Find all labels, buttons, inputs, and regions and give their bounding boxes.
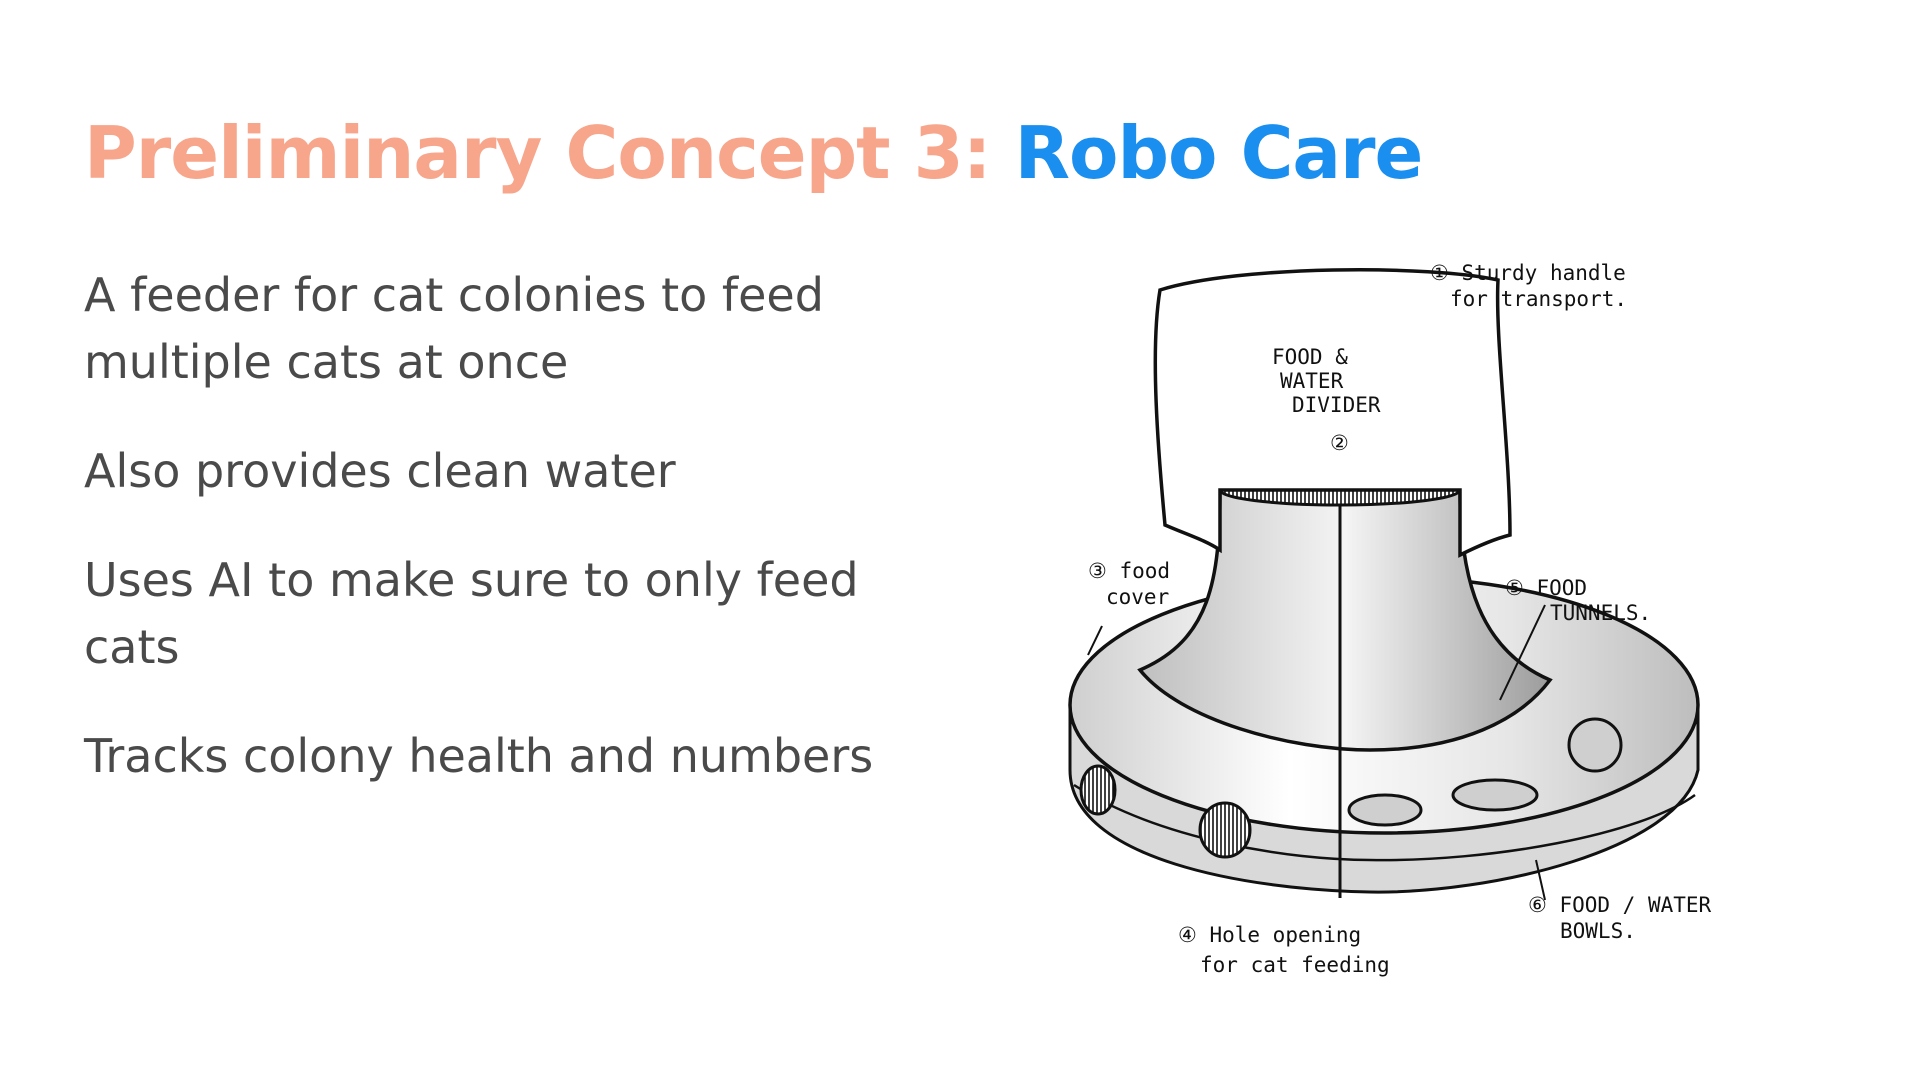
label-opening-2: for cat feeding	[1200, 953, 1390, 977]
bullet-item: A feeder for cat colonies to feed multip…	[84, 268, 824, 389]
label-divider-1: FOOD &	[1272, 345, 1348, 369]
title-name: Robo Care	[1014, 111, 1424, 195]
bowl	[1347, 793, 1423, 827]
label-bowls-1: ⑥ FOOD / WATER	[1528, 893, 1712, 917]
label-cover-2: cover	[1106, 585, 1169, 609]
bullet-item: Also provides clean water	[84, 444, 676, 498]
feeder-sketch: ① Sturdy handle for transport. FOOD & WA…	[1068, 261, 1712, 977]
label-tunnels-1: ⑤ FOOD	[1505, 576, 1587, 600]
bullet-list: A feeder for cat colonies to feed multip…	[84, 262, 944, 832]
label-bowls-2: BOWLS.	[1560, 919, 1636, 943]
label-divider-num: ②	[1330, 431, 1349, 455]
label-divider-2: WATER	[1280, 369, 1344, 393]
food-cover	[1137, 486, 1553, 752]
bullet-item: Uses AI to make sure to only feed cats	[84, 553, 859, 674]
label-handle-2: for transport.	[1450, 287, 1627, 311]
label-tunnels-2: TUNNELS.	[1550, 601, 1651, 625]
label-cover-1: ③ food	[1088, 559, 1170, 583]
feeding-hole	[1198, 801, 1252, 859]
bullet-item: Tracks colony health and numbers	[84, 729, 874, 783]
bowl	[1451, 778, 1539, 812]
label-opening-1: ④ Hole opening	[1178, 923, 1361, 947]
title-prefix: Preliminary Concept 3:	[84, 111, 992, 195]
slide-title: Preliminary Concept 3: Robo Care	[84, 110, 1424, 196]
label-handle-1: ① Sturdy handle	[1430, 261, 1626, 285]
transport-handle	[1153, 268, 1512, 558]
feeding-hole	[1079, 764, 1117, 816]
label-divider-3: DIVIDER	[1292, 393, 1381, 417]
bowl	[1567, 717, 1623, 773]
